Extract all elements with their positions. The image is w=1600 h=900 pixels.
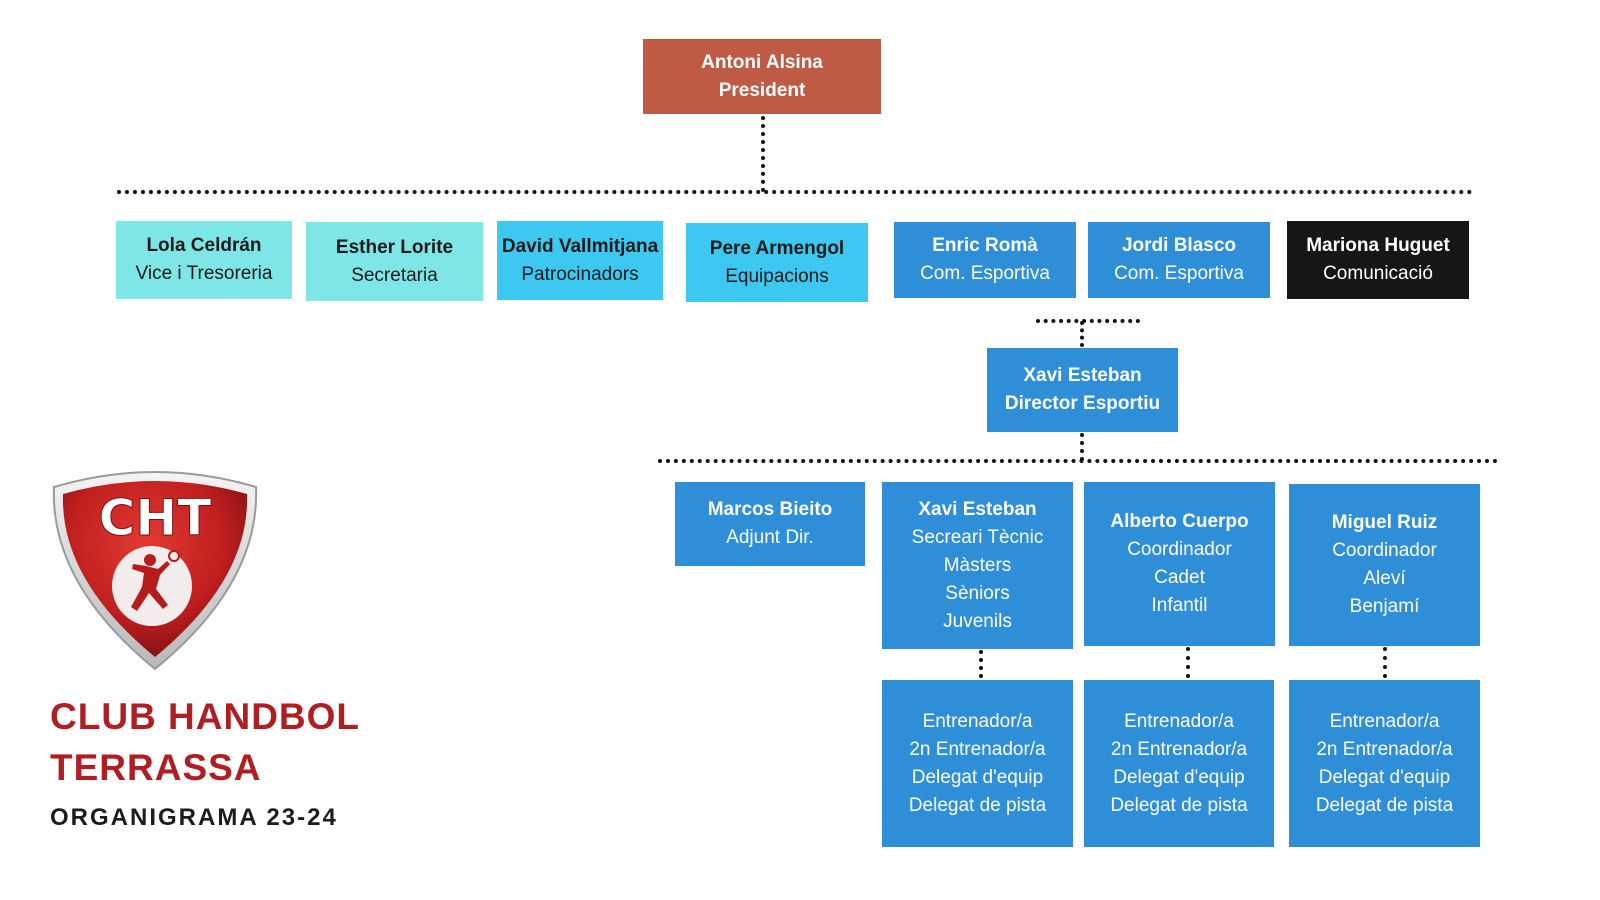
director-role: Director Esportiu	[1004, 393, 1161, 414]
team-role: Delegat de pista	[1110, 794, 1248, 816]
board-role: Secretaria	[351, 264, 438, 286]
board-name: Jordi Blasco	[1121, 235, 1237, 256]
connector-director-bottom	[1080, 433, 1084, 461]
board-role: Comunicació	[1323, 263, 1433, 284]
president-role: President	[718, 79, 806, 101]
team-roles-box-3: Entrenador/a 2n Entrenador/a Delegat d'e…	[1289, 680, 1480, 847]
club-name-line1: CLUB HANDBOL	[50, 696, 361, 737]
team-role: Delegat d'equip	[1113, 766, 1245, 788]
club-logo: CHT	[52, 471, 258, 671]
board-box-vallmitjana: David Vallmitjana Patrocinadors	[497, 221, 663, 300]
board-role: Com. Esportiva	[1114, 263, 1244, 284]
board-box-lorite: Esther Lorite Secretaria	[306, 222, 483, 301]
team-role: Delegat de pista	[1315, 794, 1454, 816]
president-name: Antoni Alsina	[701, 51, 823, 73]
board-box-blasco: Jordi Blasco Com. Esportiva	[1088, 222, 1270, 298]
board-name: Pere Armengol	[709, 237, 845, 259]
team-role: Delegat d'equip	[1318, 766, 1451, 788]
staff-line: Coordinador	[1332, 540, 1437, 561]
staff-name: Alberto Cuerpo	[1110, 511, 1249, 532]
team-role: Entrenador/a	[1124, 710, 1234, 732]
connector-director-top	[1080, 321, 1084, 347]
staff-box-esteban: Xavi Esteban Secreari Tècnic Màsters Sèn…	[882, 482, 1073, 649]
board-role: Vice i Tresoreria	[135, 263, 273, 284]
staff-line: Aleví	[1363, 568, 1406, 589]
connector-president	[761, 116, 765, 192]
connector-team-3	[1383, 647, 1387, 678]
president-box: Antoni Alsina President	[643, 39, 881, 114]
staff-box-bieito: Marcos Bieito Adjunt Dir.	[675, 482, 865, 566]
connector-board-bus	[117, 190, 1473, 194]
connector-team-1	[979, 650, 983, 678]
board-name: Esther Lorite	[335, 236, 454, 258]
connector-commission-bus	[1036, 319, 1140, 323]
staff-line: Màsters	[943, 554, 1012, 576]
connector-team-2	[1186, 647, 1190, 678]
board-role: Com. Esportiva	[920, 263, 1050, 284]
board-name: Lola Celdrán	[146, 235, 262, 256]
team-role: 2n Entrenador/a	[1110, 738, 1248, 760]
team-role: Delegat de pista	[908, 794, 1047, 816]
team-role: 2n Entrenador/a	[1316, 738, 1453, 760]
board-name: Enric Romà	[932, 235, 1038, 256]
board-role: Patrocinadors	[521, 263, 639, 285]
director-name: Xavi Esteban	[1023, 365, 1142, 386]
staff-line: Benjamí	[1349, 596, 1420, 617]
staff-name: Miguel Ruiz	[1331, 512, 1438, 533]
staff-line: Cadet	[1154, 567, 1205, 588]
staff-name: Marcos Bieito	[707, 499, 833, 520]
staff-line: Juvenils	[943, 610, 1012, 632]
board-box-armengol: Pere Armengol Equipacions	[686, 223, 868, 302]
logo-text: CHT	[99, 489, 212, 547]
team-roles-box-1: Entrenador/a 2n Entrenador/a Delegat d'e…	[882, 680, 1073, 847]
staff-line: Adjunt Dir.	[726, 527, 814, 548]
director-box: Xavi Esteban Director Esportiu	[987, 348, 1178, 432]
chart-subtitle: ORGANIGRAMA 23-24	[50, 804, 338, 831]
staff-name: Xavi Esteban	[918, 498, 1037, 520]
connector-staff-bus	[658, 459, 1498, 463]
staff-line: Sèniors	[945, 582, 1010, 604]
board-name: Mariona Huguet	[1306, 235, 1450, 256]
board-box-huguet: Mariona Huguet Comunicació	[1287, 221, 1469, 299]
team-roles-box-2: Entrenador/a 2n Entrenador/a Delegat d'e…	[1084, 680, 1274, 847]
staff-line: Coordinador	[1127, 539, 1232, 560]
board-box-roma: Enric Romà Com. Esportiva	[894, 222, 1076, 298]
team-role: Entrenador/a	[1329, 710, 1440, 732]
staff-line: Infantil	[1151, 595, 1208, 616]
staff-box-ruiz: Miguel Ruiz Coordinador Aleví Benjamí	[1289, 484, 1480, 646]
staff-box-cuerpo: Alberto Cuerpo Coordinador Cadet Infanti…	[1084, 482, 1275, 646]
team-role: 2n Entrenador/a	[909, 738, 1046, 760]
team-role: Entrenador/a	[922, 710, 1033, 732]
board-name: David Vallmitjana	[501, 235, 659, 257]
board-box-celdran: Lola Celdrán Vice i Tresoreria	[116, 221, 292, 299]
team-role: Delegat d'equip	[911, 766, 1044, 788]
club-name-line2: TERRASSA	[50, 747, 262, 788]
board-role: Equipacions	[725, 265, 829, 287]
staff-line: Secreari Tècnic	[911, 526, 1044, 548]
